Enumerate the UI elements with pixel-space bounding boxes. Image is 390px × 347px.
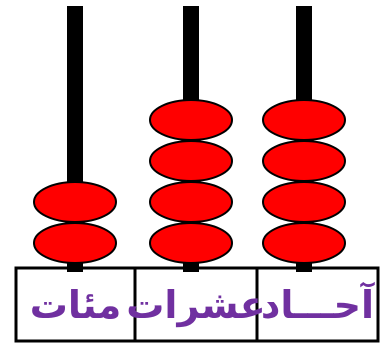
bead-tens-2 <box>149 181 233 223</box>
bead-tens-4 <box>149 99 233 141</box>
label-frame-border <box>14 266 380 343</box>
bead-ones-4 <box>262 99 346 141</box>
beads <box>33 99 346 264</box>
bead-hundreds-2 <box>33 181 117 223</box>
bead-tens-1 <box>149 222 233 264</box>
bead-ones-2 <box>262 181 346 223</box>
bead-hundreds-1 <box>33 222 117 264</box>
label-ones: آحـــاد <box>260 282 375 327</box>
label-tens: عشرات <box>126 282 266 327</box>
label-frame <box>14 266 380 343</box>
label-hundreds: مئات <box>29 282 122 327</box>
bead-tens-3 <box>149 140 233 182</box>
bead-ones-1 <box>262 222 346 264</box>
place-value-labels: مئات عشرات آحـــاد <box>16 268 378 341</box>
bead-ones-3 <box>262 140 346 182</box>
